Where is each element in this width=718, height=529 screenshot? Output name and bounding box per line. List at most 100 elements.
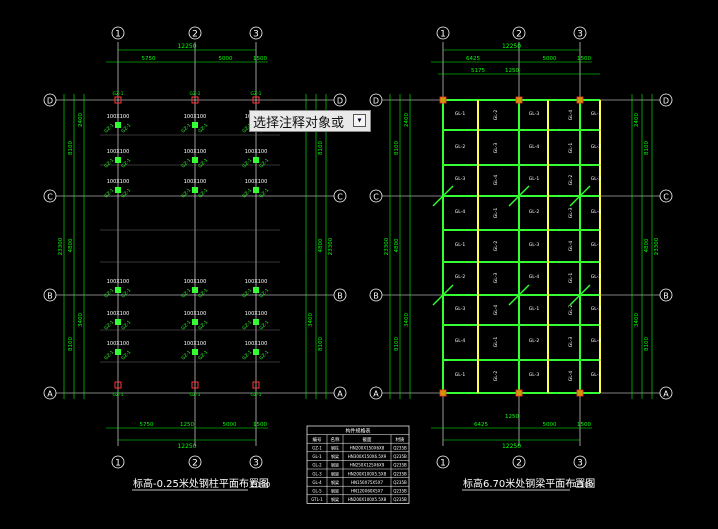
table-cell: GL-2 <box>312 463 322 468</box>
steel-column <box>576 389 584 397</box>
steel-column <box>515 96 523 104</box>
column-size-label: 100X100 <box>184 279 207 285</box>
axis-bubble <box>43 288 57 302</box>
steel-column <box>192 319 198 325</box>
beam-tag: GL-3 <box>529 242 540 248</box>
axis-bubble <box>43 189 57 203</box>
beam-tag: GL-4 <box>529 274 540 280</box>
column-label: GZ-1 <box>113 392 124 398</box>
steel-column <box>115 287 121 293</box>
table-border <box>306 425 410 504</box>
beam-tag: GL-4 <box>493 305 499 316</box>
axis-label: C <box>373 193 379 202</box>
beam-tag: GL-2 <box>568 305 574 316</box>
beam-tag: GL-3 <box>591 306 602 312</box>
column-size-label: 100X100 <box>184 114 207 120</box>
beam-tag: GL-2 <box>455 274 466 280</box>
dim-text: 2400 <box>78 113 84 127</box>
axis-bubble <box>188 26 202 40</box>
axis-label: C <box>663 193 669 202</box>
axis-bubble <box>659 93 673 107</box>
axis-label: 3 <box>577 30 583 40</box>
right-plan-scale: 1:100 <box>573 481 593 489</box>
dim-text: 8100 <box>394 337 400 351</box>
column-size-label: 100X100 <box>107 341 130 347</box>
axis-bubble <box>573 26 587 40</box>
column-size-label: 100X100 <box>245 179 268 185</box>
table-cell: GTL-1 <box>311 497 323 502</box>
axis-label: D <box>47 97 53 106</box>
table-cell: Q235B <box>393 497 407 502</box>
table-cell: Q235B <box>393 480 407 485</box>
column-label: GZ-1 <box>251 392 262 398</box>
steel-column <box>253 319 259 325</box>
beam-tag: GL-2 <box>529 209 540 215</box>
dim-text: 3400 <box>404 313 410 327</box>
dim-text: 5000 <box>223 422 237 428</box>
steel-column <box>115 349 121 355</box>
dim-text: 8100 <box>318 141 324 155</box>
column-size-label: 100X100 <box>245 341 268 347</box>
beam-tag: GL-4 <box>455 209 466 215</box>
steel-column <box>439 96 447 104</box>
table-cell: 钢梁 <box>331 470 339 476</box>
left-plan-title: 标高-0.25米处钢柱平面布置图 <box>133 477 269 490</box>
axis-bubble <box>249 26 263 40</box>
beam-tag: GL-4 <box>591 209 602 215</box>
column-size-label: 100X100 <box>245 149 268 155</box>
steel-column <box>191 381 199 389</box>
axis-bubble <box>436 455 450 469</box>
dim-text: 1250 <box>505 68 519 74</box>
steel-column <box>115 122 121 128</box>
steel-column <box>576 96 584 104</box>
column-size-label: 100X100 <box>184 149 207 155</box>
beam-tag: GL-3 <box>568 337 574 348</box>
beam-tag: GL-3 <box>591 176 602 182</box>
table-cell: HN200X100X5.5X8 <box>348 471 387 476</box>
table-title: 构件规格表 <box>345 428 370 435</box>
axis-label: B <box>663 292 669 301</box>
axis-bubble <box>43 386 57 400</box>
beam-tag: GL-2 <box>529 338 540 344</box>
beam-tag: GL-1 <box>529 176 540 182</box>
annotation-select-tooltip[interactable]: 选择注释对象或 ▾ <box>249 110 371 132</box>
steel-column <box>115 157 121 163</box>
table-cell: HN200X100X5.5X8 <box>348 497 387 502</box>
beam-tag: GL-1 <box>591 111 602 117</box>
steel-column <box>252 381 260 389</box>
dim-text: 8100 <box>68 337 74 351</box>
tooltip-expand-button[interactable]: ▾ <box>353 114 366 127</box>
axis-bubble <box>512 455 526 469</box>
dim-text: 23300 <box>654 237 660 255</box>
dim-text: 5750 <box>142 56 156 62</box>
steel-column <box>114 96 122 104</box>
axis-label: A <box>337 390 343 399</box>
brace <box>569 185 591 207</box>
axis-bubble <box>436 26 450 40</box>
steel-column <box>192 287 198 293</box>
axis-label: 2 <box>192 30 198 40</box>
axis-label: A <box>663 390 669 399</box>
table-cell: GL-5 <box>312 489 322 494</box>
steel-column <box>253 187 259 193</box>
steel-column <box>439 389 447 397</box>
axis-bubble <box>369 386 383 400</box>
beam-tag: GL-3 <box>455 176 466 182</box>
steel-column <box>253 157 259 163</box>
brace <box>508 185 530 207</box>
axis-label: B <box>373 292 379 301</box>
axis-label: 1 <box>440 30 446 40</box>
beam-tag: GL-3 <box>529 372 540 378</box>
axis-label: C <box>47 193 53 202</box>
steel-column <box>191 96 199 104</box>
dim-text: 5000 <box>219 56 233 62</box>
beam-tag: GL-4 <box>568 241 574 252</box>
column-size-label: 100X100 <box>245 279 268 285</box>
table-cell: Q235B <box>393 446 407 451</box>
beam-tag: GL-1 <box>455 242 466 248</box>
dim-text: 2400 <box>634 113 640 127</box>
beam-tag: GL-2 <box>455 144 466 150</box>
